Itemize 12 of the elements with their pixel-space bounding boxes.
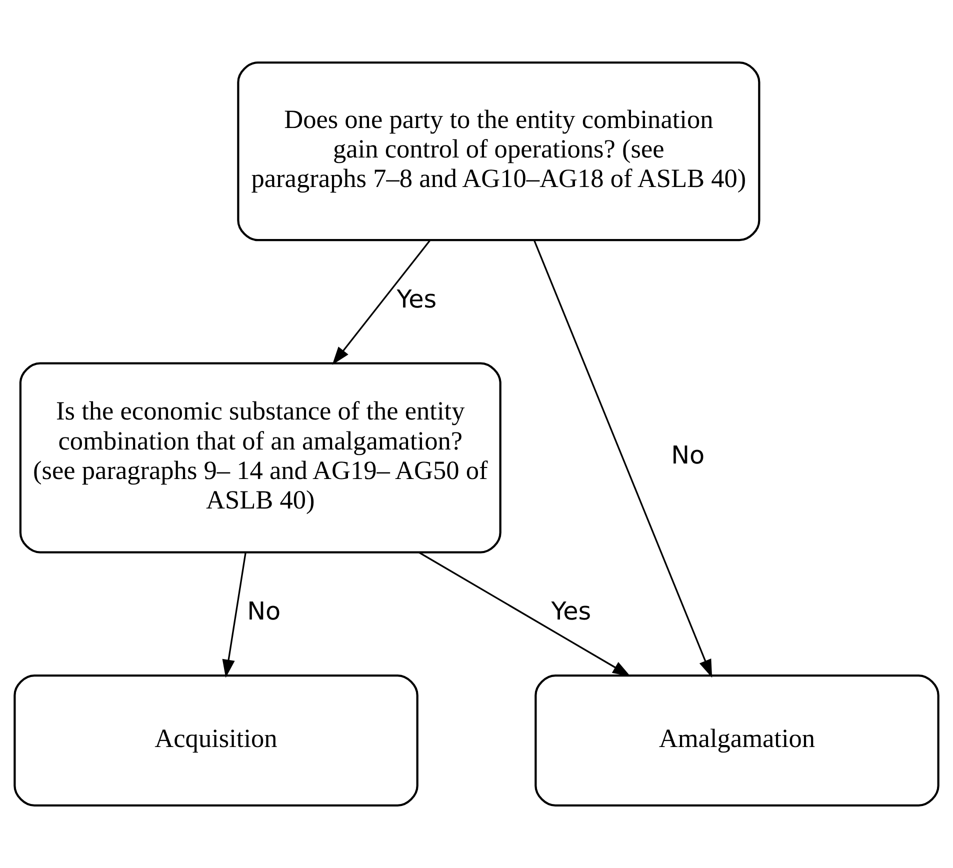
node-box: Does one party to the entity combination gain control of operations? (see paragraphs 7–8 and AG10–AG18 of ASLB 40)	[237, 62, 760, 242]
edge-label: No	[247, 596, 281, 626]
node-box: Acquisition	[14, 674, 418, 806]
arrow	[332, 240, 430, 365]
node-box: Is the economic substance of the entity combination that of an amalgamation? (see paragraphs 9– 14 and AG19– AG50 of ASLB 40)	[19, 362, 502, 554]
edge-label: No	[671, 440, 705, 470]
node-box: Amalgamation	[534, 674, 940, 806]
arrow	[418, 552, 631, 677]
arrow	[222, 552, 246, 678]
arrow	[534, 240, 712, 678]
edge-label: Yes	[551, 596, 592, 626]
edge-label: Yes	[396, 284, 437, 314]
